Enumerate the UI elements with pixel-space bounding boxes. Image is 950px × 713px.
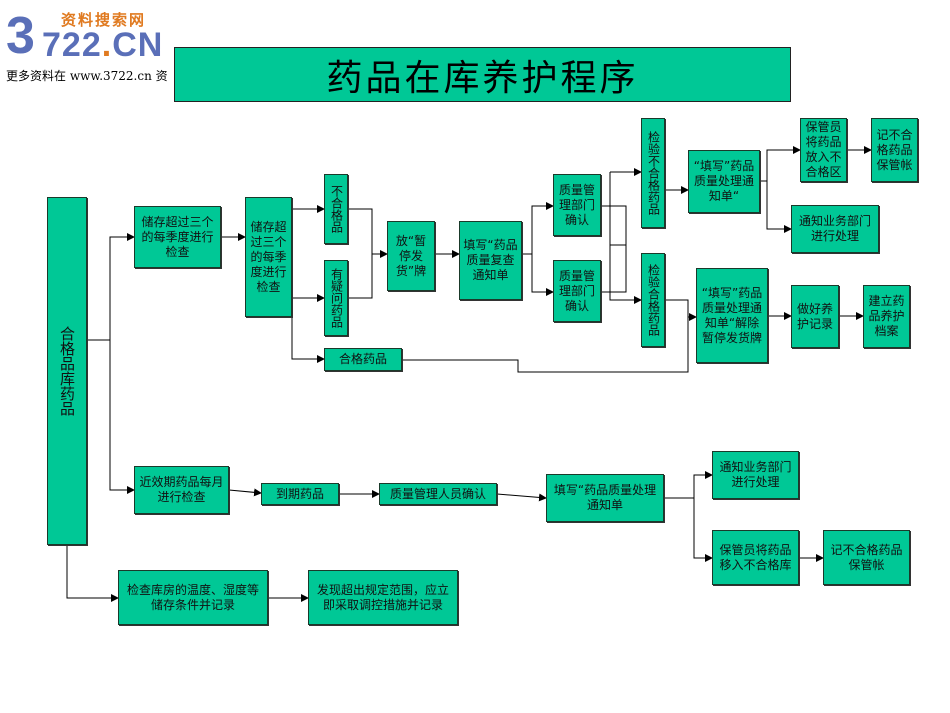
- logo-tagline: 资料搜索网: [61, 11, 147, 29]
- box-test-fail: 检验不合格药品: [641, 118, 665, 228]
- connector: [109, 340, 135, 494]
- logo-dot: .: [101, 26, 113, 64]
- logo: 3 资料搜索网 722.CN: [6, 4, 166, 65]
- box-notify-business-2: 通知业务部门进行处理: [712, 451, 799, 499]
- box-quarterly-check-2: 储存超过三个的每季度进行检查: [245, 197, 292, 317]
- logo-num: 722: [42, 26, 102, 64]
- box-hold-sign: 放“暂停发货”牌: [387, 221, 435, 291]
- connector: [760, 146, 801, 182]
- box-env-check: 检查库房的温度、湿度等储存条件并记录: [118, 570, 268, 625]
- box-move-fail-area: 保管员将药品放入不合格区: [800, 118, 847, 182]
- box-qualified: 合格药品: [324, 348, 402, 371]
- box-move-fail-store: 保管员将药品移入不合格库: [712, 530, 799, 585]
- connector: [766, 181, 792, 233]
- box-recheck-form: 填写“药品质量复查通知单: [459, 221, 522, 300]
- connector: [601, 205, 627, 293]
- box-doubtful: 有疑问药品: [324, 260, 348, 336]
- page-title: 药品在库养护程序: [174, 47, 791, 102]
- logo-suffix: CN: [112, 26, 164, 64]
- box-near-expiry: 近效期药品每月进行检查: [134, 466, 229, 514]
- connector: [496, 493, 547, 502]
- box-fail-ledger-2: 记不合格药品保管帐: [823, 530, 910, 585]
- box-maintenance-archive: 建立药品养护档案: [863, 285, 910, 348]
- connector: [348, 208, 373, 299]
- box-maintenance-record: 做好养护记录: [791, 285, 839, 348]
- logo-digit: 3: [6, 7, 35, 65]
- connector: [87, 233, 135, 341]
- connector: [291, 298, 325, 363]
- box-fail-ledger: 记不合格药品保管帐: [871, 118, 918, 182]
- more-link-text[interactable]: 更多资料在 www.3722.cn 资: [6, 69, 168, 83]
- connector: [291, 257, 325, 302]
- box-notify-business: 通知业务部门进行处理: [791, 205, 879, 253]
- connector: [402, 317, 689, 373]
- box-env-action: 发现超出规定范围，应立即采取调控措施并记录: [308, 570, 458, 625]
- logo-number: 722.CN: [42, 26, 163, 65]
- connector: [522, 202, 554, 255]
- connector: [693, 498, 713, 562]
- box-fail-form: “填写”药品质量处理通知单“: [688, 150, 760, 213]
- connector: [531, 254, 554, 296]
- connector: [609, 172, 642, 304]
- box-qa-confirm-2: 质量管理部门确认: [553, 260, 601, 322]
- box-expired: 到期药品: [261, 483, 339, 505]
- box-quarterly-check: 储存超过三个的每季度进行检查: [134, 206, 221, 268]
- box-qa-staff: 质量管理人员确认: [379, 483, 497, 505]
- connector: [664, 471, 713, 499]
- box-quality-form: 填写“药品质量处理通知单: [546, 474, 664, 522]
- box-main-stock: 合格品库药品: [47, 197, 87, 545]
- connector: [66, 545, 119, 602]
- connector: [291, 205, 325, 257]
- box-release-form: “填写”药品质量处理通知单“解除暂停发货牌: [696, 268, 768, 363]
- connector: [228, 488, 262, 497]
- box-test-pass: 检验合格药品: [641, 253, 665, 347]
- box-qa-confirm-1: 质量管理部门确认: [553, 174, 601, 236]
- connector: [665, 299, 697, 321]
- box-unqualified: 不合格品: [324, 174, 348, 244]
